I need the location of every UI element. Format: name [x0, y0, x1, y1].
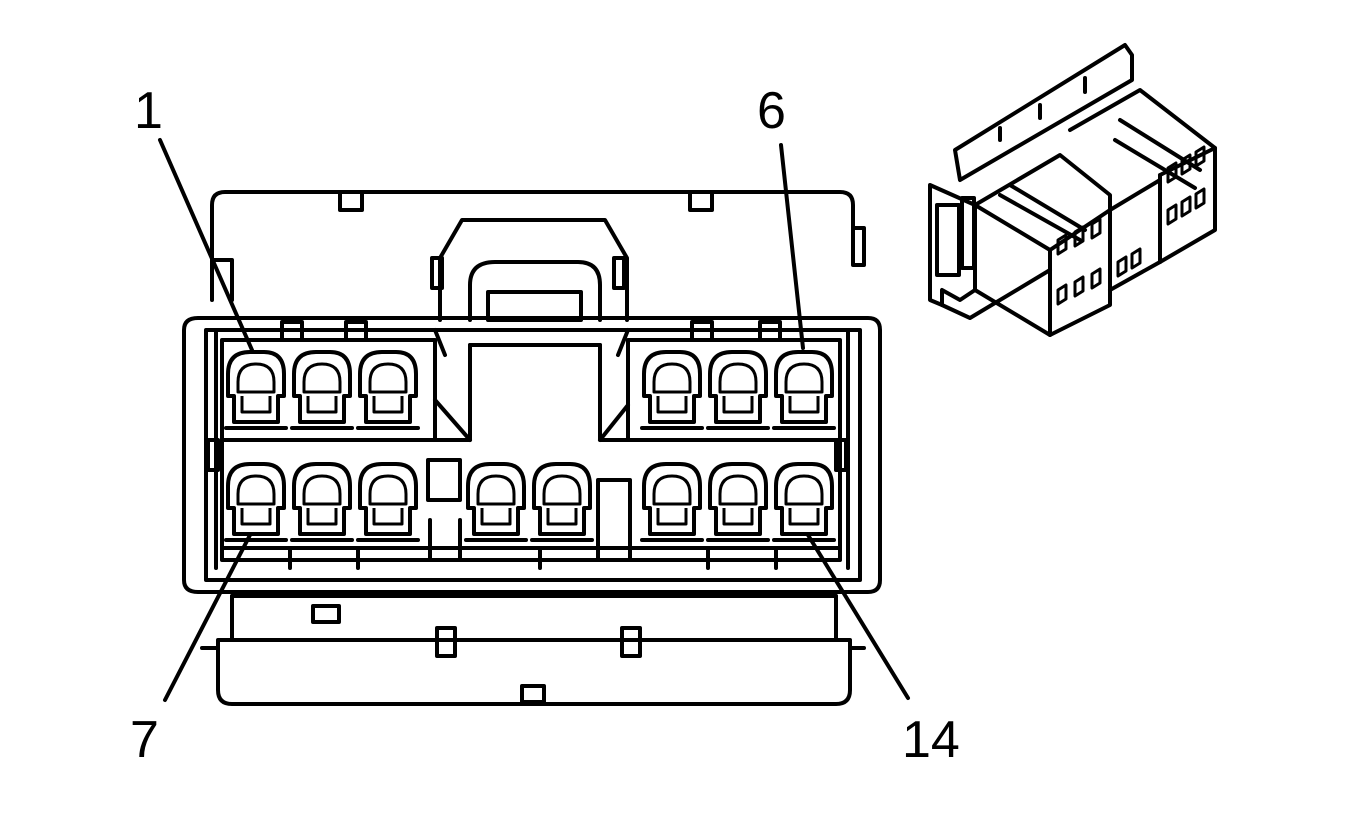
- cavity-12: [640, 462, 704, 542]
- iso-cavity: [1180, 153, 1192, 176]
- cavity-2: [290, 350, 354, 430]
- iso-cavity: [1090, 217, 1102, 240]
- leader-line-pin-1: [158, 138, 254, 352]
- iso-cavity: [1180, 195, 1192, 218]
- pin-label-6: 6: [757, 82, 786, 140]
- pin-label-14: 14: [902, 711, 960, 769]
- leader-line-pin-7: [163, 533, 252, 702]
- cavity-4: [640, 350, 704, 430]
- cavity-14: [772, 462, 836, 542]
- cavity-3: [356, 350, 420, 430]
- iso-cavity: [1166, 161, 1178, 184]
- iso-cavity: [1130, 247, 1142, 270]
- iso-cavity: [1194, 187, 1206, 210]
- connector-rear-housing: [210, 190, 866, 302]
- cavity-11: [530, 462, 594, 542]
- cavity-10: [464, 462, 528, 542]
- iso-cavity: [1056, 283, 1068, 306]
- cavity-5: [706, 350, 770, 430]
- connector-isometric-view: [928, 43, 1217, 337]
- pin-label-7: 7: [130, 711, 159, 769]
- connector-face-view: [182, 190, 882, 706]
- leader-line-pin-14: [806, 533, 910, 700]
- pin-label-1: 1: [134, 82, 163, 140]
- cavity-1: [224, 350, 288, 430]
- leader-lines: [158, 138, 910, 702]
- iso-cavity: [1166, 203, 1178, 226]
- cavity-7: [224, 462, 288, 542]
- iso-cavity: [1073, 225, 1085, 248]
- cavity-13: [706, 462, 770, 542]
- iso-cavity: [1056, 233, 1068, 256]
- cavity-9: [356, 462, 420, 542]
- leader-line-pin-6: [779, 143, 805, 350]
- connector-outer-shell: [182, 316, 882, 594]
- cavity-8: [290, 462, 354, 542]
- iso-cavity: [1194, 145, 1206, 168]
- iso-cavity: [1116, 255, 1128, 278]
- iso-cavity: [1073, 275, 1085, 298]
- iso-cavity: [1090, 267, 1102, 290]
- cavity-6: [772, 350, 836, 430]
